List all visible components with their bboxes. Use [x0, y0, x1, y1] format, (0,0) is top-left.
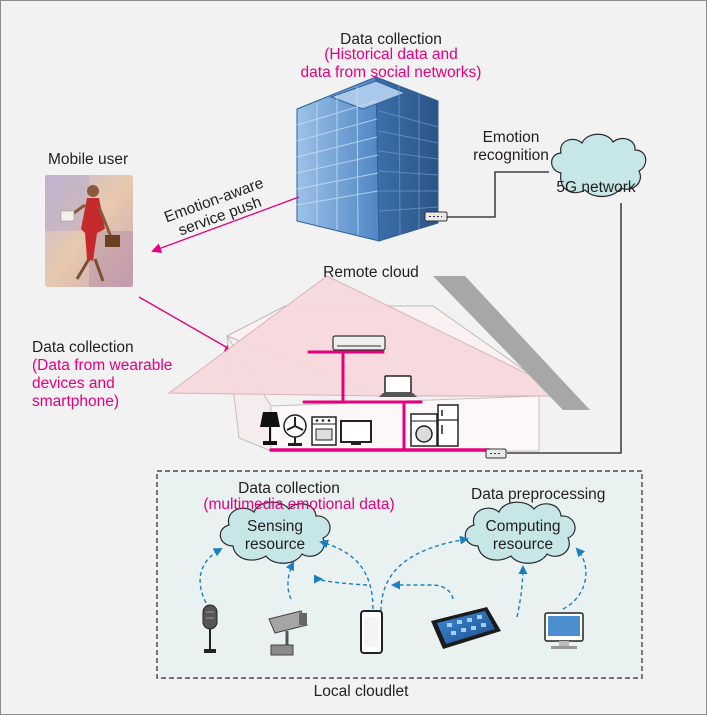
- home-router-icon: [485, 448, 507, 459]
- lamp-icon: [260, 412, 280, 445]
- computing-resource-line1: Computing: [485, 518, 561, 535]
- office-building-icon: [296, 76, 439, 242]
- service-push-arrow: [151, 196, 300, 253]
- phone-to-sensing-bus-arrow: [313, 574, 368, 586]
- sensing-resource-line2: resource: [244, 536, 306, 553]
- top-collection-sub-line2: data from social networks): [300, 64, 482, 81]
- sensing-resource-line1: Sensing: [246, 518, 303, 535]
- network-to-home-link: [507, 203, 622, 454]
- tablet-icon: [431, 607, 501, 649]
- phone-to-computing-arrow: [380, 535, 469, 612]
- emotion-recognition-line2: recognition: [473, 147, 549, 164]
- router-icon: [424, 211, 448, 222]
- air-conditioner-icon: [332, 335, 386, 351]
- remote-cloud-label: Remote cloud: [323, 264, 419, 281]
- sensing-cloud-icon: [219, 501, 331, 564]
- emotion-recognition-line1: Emotion: [482, 129, 540, 146]
- user-to-home-arrow: [138, 296, 235, 352]
- fan-icon: [283, 414, 307, 446]
- oven-icon: [311, 416, 337, 446]
- top-collection-sub-line1: (Historical data and: [324, 46, 458, 63]
- microphone-icon: [202, 604, 218, 653]
- smartphone-icon: [360, 610, 383, 654]
- top-collection-heading: Data collection: [340, 31, 442, 48]
- network-cloud-icon: [551, 133, 647, 198]
- mobile-user-label: Mobile user: [48, 151, 129, 168]
- monitor-to-computing-arrow: [562, 547, 587, 610]
- home-network-lines: [269, 350, 491, 452]
- cctv-camera-icon: [268, 610, 308, 656]
- network-label: 5G network: [556, 179, 636, 196]
- building-to-network-link: [447, 171, 549, 218]
- camera-to-sensing-arrow: [285, 561, 294, 600]
- computing-cloud-icon: [464, 501, 576, 564]
- cloudlet-collection-heading: Data collection: [238, 480, 340, 497]
- home-collection-sub-line1: (Data from wearable: [32, 357, 173, 374]
- washing-machine-icon: [410, 413, 438, 447]
- network-links: [447, 171, 622, 454]
- pink-flow-arrows: [138, 196, 300, 352]
- local-cloudlet-label: Local cloudlet: [313, 683, 409, 700]
- tv-icon: [340, 420, 372, 445]
- blue-flow-arrows: [199, 535, 587, 618]
- woman-walking-icon: [45, 175, 133, 287]
- home-collection-heading: Data collection: [32, 339, 134, 356]
- cloudlet-collection-sub: (multimedia emotional data): [203, 496, 395, 513]
- laptop-icon: [379, 375, 417, 397]
- home-collection-sub-line3: smartphone): [32, 393, 120, 410]
- computing-resource-line2: resource: [492, 536, 554, 553]
- data-preprocessing-label: Data preprocessing: [471, 486, 606, 503]
- microphone-to-sensing-arrow: [199, 548, 223, 604]
- tablet-to-phone-arrow: [391, 580, 454, 600]
- desktop-monitor-icon: [544, 612, 584, 649]
- home-collection-sub-line2: devices and: [32, 375, 115, 392]
- house-illustration: [167, 275, 590, 452]
- refrigerator-icon: [437, 404, 459, 447]
